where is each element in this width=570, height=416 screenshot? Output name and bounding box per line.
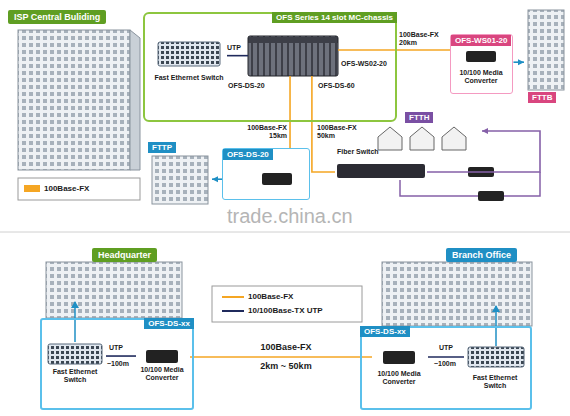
house xyxy=(410,127,434,150)
uplink-arrow xyxy=(74,302,76,342)
isp-building xyxy=(18,30,130,170)
connector xyxy=(190,356,372,358)
legend-item: 100Base-FX xyxy=(24,184,89,193)
connector xyxy=(289,76,291,148)
legend-line xyxy=(222,296,244,298)
device-node: Fast Ethernet Switch xyxy=(153,40,227,98)
legend-box xyxy=(212,286,362,322)
group-frame: OFS-WS01-20 10/100 Media Converter xyxy=(450,34,513,94)
node-label: ISP Central Buliding xyxy=(14,12,100,22)
edge-label: UTP xyxy=(226,44,242,52)
arrow-head xyxy=(212,176,218,182)
tab-text: OFS-DS-xx xyxy=(360,326,410,337)
panel-divider xyxy=(0,232,570,233)
node-label: Fast Ethernet Switch xyxy=(46,368,104,384)
edge-label: 100Base-FX 15km xyxy=(236,124,288,140)
device-node: FTTB xyxy=(524,8,566,105)
edge-label: 100Base-FX 20km xyxy=(398,31,450,47)
media-converter-icon xyxy=(383,351,415,364)
connector xyxy=(227,55,248,57)
node-label: Fast Ethernet Switch xyxy=(153,74,225,82)
edge-label: UTP xyxy=(438,344,454,352)
node-label: OFS-DS-20 xyxy=(228,82,265,90)
arrow-head xyxy=(518,59,524,65)
tab-text: FTTH xyxy=(405,112,433,123)
legend-line-sample xyxy=(222,308,244,314)
switch-icon xyxy=(468,347,524,367)
switch-icon xyxy=(158,42,220,66)
tab-text: OFS Series 14 slot MC-chassis xyxy=(272,12,397,23)
media-converter-icon xyxy=(262,173,292,185)
node-label: Headquarter xyxy=(98,250,151,260)
connector xyxy=(338,49,450,51)
branch-building xyxy=(382,262,532,326)
house xyxy=(378,127,402,150)
connector xyxy=(106,355,136,357)
tab-label: ISP Central Buliding xyxy=(8,10,106,24)
tab-text: FTTB xyxy=(528,92,556,103)
tab-text: OFS-WS01-20 xyxy=(451,35,511,46)
tab-text: FTTP xyxy=(148,142,176,153)
media-converter-icon xyxy=(478,191,504,201)
legend-text: 100Base-FX xyxy=(248,292,293,301)
device-node: OFS-WS02-20OFS-DS-20OFS-DS-60 xyxy=(248,36,338,76)
arrow-head xyxy=(482,128,488,134)
legend-text: 100Base-FX xyxy=(44,184,89,193)
device-node: Fast Ethernet Switch xyxy=(464,348,528,400)
edge-label: UTP xyxy=(108,344,124,352)
distance-label: 2km ~ 50km xyxy=(240,361,332,371)
house xyxy=(442,127,466,150)
media-converter-icon xyxy=(146,350,178,363)
isp-building-side xyxy=(130,30,140,170)
node-label: OFS-WS02-20 xyxy=(341,60,387,68)
tab-label: Branch Office xyxy=(446,248,517,262)
fttb-building xyxy=(528,10,564,90)
media-converter-icon xyxy=(466,51,496,62)
headquarter-building xyxy=(46,262,182,318)
device-node: Fiber Switch xyxy=(335,148,427,180)
tab-text: OFS-DS-20 xyxy=(223,149,273,160)
group-frame: OFS-DS-20 xyxy=(222,148,310,200)
watermark: trade.china.cn xyxy=(226,205,354,228)
legend-item: 10/100Base-TX UTP xyxy=(222,306,323,315)
device-node: 10/100 Media Converter xyxy=(372,350,428,400)
edge-label: 100Base-FX xyxy=(240,342,332,352)
edge-label: 100Base-FX 50km xyxy=(316,124,368,140)
legend-line xyxy=(222,310,244,312)
device-node: Fast Ethernet Switch xyxy=(46,342,106,394)
legend-text: 10/100Base-TX UTP xyxy=(248,306,323,315)
distance-label: ~100m xyxy=(106,360,130,368)
device-node: FTTP xyxy=(148,142,212,206)
device-node: FTTH xyxy=(372,112,482,150)
fttp-building xyxy=(152,156,208,204)
node-label: Fast Ethernet Switch xyxy=(464,374,526,390)
fiber-switch-icon xyxy=(337,164,425,178)
legend-box xyxy=(18,178,140,200)
chassis-icon xyxy=(248,36,338,76)
node-label: OFS-DS-60 xyxy=(318,82,355,90)
legend-item: 100Base-FX xyxy=(222,292,293,301)
group-frame: OFS Series 14 slot MC-chassisFast Ethern… xyxy=(143,12,397,122)
tab-text: OFS-DS-xx xyxy=(144,318,194,329)
node-label: 10/100 Media Converter xyxy=(372,370,426,386)
connector xyxy=(427,131,540,172)
legend-line-sample xyxy=(222,294,244,300)
switch-icon xyxy=(48,344,102,364)
device-node: 10/100 Media Converter xyxy=(136,346,190,396)
node-label: Fiber Switch xyxy=(337,148,379,156)
node-label: 10/100 Media Converter xyxy=(452,69,510,85)
connector xyxy=(428,356,464,358)
legend-swatch xyxy=(24,185,40,192)
distance-label: ~100m xyxy=(433,360,457,368)
node-label: 10/100 Media Converter xyxy=(136,366,188,382)
tab-label: Headquarter xyxy=(92,248,157,262)
node-label: Branch Office xyxy=(452,250,511,260)
